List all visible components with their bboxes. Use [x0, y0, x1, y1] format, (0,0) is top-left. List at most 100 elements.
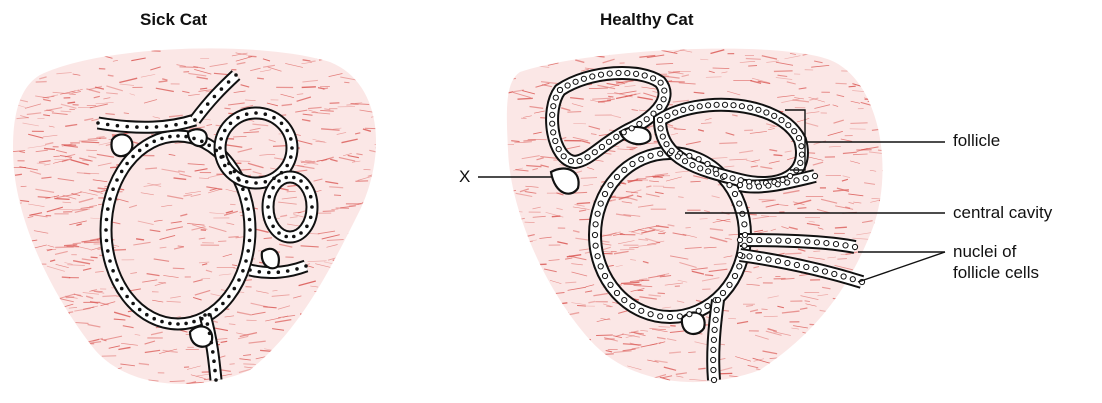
- tissue-stroke: [267, 375, 274, 376]
- cell-nucleus: [200, 317, 204, 321]
- tissue-stroke: [882, 376, 895, 380]
- tissue-stroke: [312, 344, 324, 345]
- tissue-stroke: [33, 350, 48, 354]
- tissue-stroke: [60, 315, 68, 317]
- tissue-stroke: [516, 40, 527, 42]
- tissue-stroke: [140, 390, 146, 392]
- tissue-stroke: [351, 305, 360, 307]
- tissue-stroke: [884, 226, 898, 230]
- tissue-stroke: [588, 354, 604, 359]
- tissue-stroke: [11, 376, 20, 379]
- tissue-stroke: [896, 245, 913, 246]
- cell-nucleus: [115, 178, 119, 182]
- cell-nucleus: [608, 282, 613, 287]
- tissue-stroke: [323, 211, 335, 212]
- cell-nucleus: [788, 173, 793, 178]
- cell-nucleus: [310, 205, 314, 209]
- cell-nucleus: [662, 88, 667, 93]
- cell-nucleus: [799, 152, 804, 157]
- tissue-stroke: [698, 368, 705, 369]
- cell-nucleus: [682, 159, 687, 164]
- tissue-stroke: [381, 129, 398, 134]
- cell-nucleus: [214, 378, 218, 382]
- tissue-stroke: [501, 346, 512, 348]
- tissue-stroke: [829, 390, 847, 395]
- tissue-stroke: [502, 340, 514, 343]
- tissue-stroke: [391, 290, 406, 291]
- tissue-stroke: [552, 216, 561, 217]
- tissue-stroke: [376, 148, 393, 150]
- tissue-stroke: [873, 323, 889, 327]
- tissue-stroke: [308, 316, 315, 317]
- cell-nucleus: [229, 171, 233, 175]
- tissue-stroke: [858, 74, 869, 77]
- tissue-stroke: [231, 391, 246, 392]
- cell-nucleus: [115, 278, 119, 282]
- tissue-stroke: [66, 297, 75, 298]
- tissue-stroke: [888, 296, 895, 298]
- cell-nucleus: [796, 136, 801, 141]
- tissue-stroke: [793, 347, 802, 348]
- cell-nucleus: [241, 187, 245, 191]
- tissue-stroke: [114, 39, 121, 40]
- tissue-stroke: [785, 253, 801, 254]
- tissue-stroke: [343, 285, 353, 288]
- cell-nucleus: [264, 180, 268, 184]
- tissue-stroke: [190, 393, 207, 394]
- cell-nucleus: [742, 232, 747, 237]
- tissue-stroke: [388, 204, 393, 205]
- tissue-stroke: [257, 78, 264, 79]
- tissue-stroke: [557, 332, 567, 333]
- tissue-stroke: [68, 58, 74, 59]
- tissue-stroke: [562, 55, 580, 56]
- cell-nucleus: [268, 216, 272, 220]
- cell-nucleus: [730, 176, 735, 181]
- cell-nucleus: [799, 144, 804, 149]
- cell-nucleus: [246, 207, 250, 211]
- tissue-stroke: [874, 223, 888, 226]
- cell-nucleus: [622, 298, 627, 303]
- tissue-stroke: [814, 338, 827, 340]
- tissue-stroke: [825, 348, 839, 351]
- tissue-stroke: [597, 391, 611, 395]
- tissue-stroke: [687, 383, 699, 386]
- cell-nucleus: [213, 95, 217, 99]
- cell-nucleus: [687, 153, 692, 158]
- cell-nucleus: [608, 183, 613, 188]
- tissue-stroke: [880, 350, 892, 351]
- tissue-stroke: [341, 258, 356, 260]
- tissue-stroke: [670, 326, 676, 327]
- tissue-stroke: [356, 219, 367, 222]
- cell-nucleus: [660, 134, 665, 139]
- cell-nucleus: [813, 267, 818, 272]
- tissue-stroke: [564, 352, 583, 355]
- tissue-stroke: [64, 377, 75, 380]
- cell-nucleus: [234, 73, 238, 77]
- tissue-stroke: [889, 215, 898, 218]
- tissue-stroke: [196, 43, 203, 45]
- cell-nucleus: [223, 164, 227, 168]
- cell-nucleus: [207, 144, 211, 148]
- tissue-stroke: [229, 383, 246, 385]
- tissue-stroke: [607, 384, 618, 386]
- tissue-stroke: [364, 380, 370, 381]
- cell-nucleus: [705, 303, 710, 308]
- cell-nucleus: [254, 181, 258, 185]
- tissue-stroke: [325, 311, 336, 313]
- cell-nucleus: [125, 162, 129, 166]
- tissue-stroke: [331, 392, 346, 394]
- tissue-stroke: [550, 387, 556, 388]
- tissue-stroke: [338, 256, 344, 258]
- tissue-stroke: [173, 268, 185, 269]
- tissue-stroke: [810, 348, 825, 350]
- cell-nucleus: [732, 191, 737, 196]
- tissue-stroke: [372, 325, 388, 327]
- tissue-stroke: [382, 91, 389, 93]
- cell-nucleus: [248, 228, 252, 232]
- cell-nucleus: [657, 104, 662, 109]
- cell-nucleus: [236, 177, 240, 181]
- tissue-stroke: [51, 60, 67, 63]
- cell-nucleus: [681, 107, 686, 112]
- tissue-stroke: [115, 376, 130, 378]
- tissue-stroke: [615, 48, 632, 51]
